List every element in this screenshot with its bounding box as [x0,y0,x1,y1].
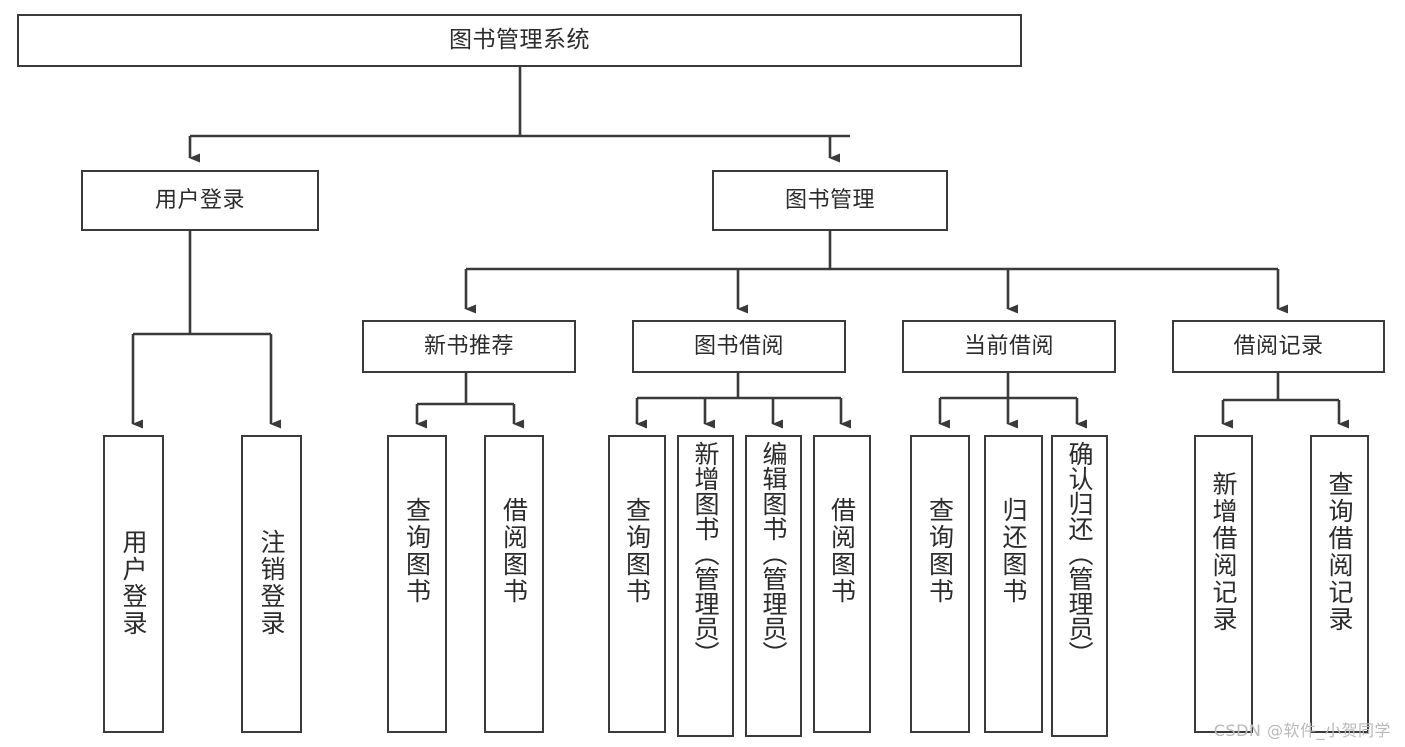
node-leaf-user-login-label: 用户登录 [119,529,148,637]
node-leaf-query-book-2-label: 查询图书 [622,497,652,605]
node-leaf-logout-label: 注销登录 [257,529,286,637]
node-book-manage-label: 图书管理 [784,187,875,213]
node-leaf-borrow-book-1[interactable]: 借阅图书 [484,435,544,733]
node-book-borrow[interactable]: 图书借阅 [632,320,846,373]
node-leaf-borrow-book-2[interactable]: 借阅图书 [813,435,871,733]
node-leaf-query-book-1-label: 查询图书 [402,497,432,605]
node-leaf-add-book-label: 新增图书（管理员） [691,441,720,666]
node-user-login-label: 用户登录 [154,187,245,213]
node-leaf-edit-book-label: 编辑图书（管理员） [759,441,788,666]
node-leaf-confirm-return[interactable]: 确认归还（管理员） [1051,435,1108,737]
node-leaf-query-record[interactable]: 查询借阅记录 [1310,435,1369,733]
node-leaf-add-record[interactable]: 新增借阅记录 [1194,435,1253,733]
node-root-label: 图书管理系统 [449,27,590,54]
node-leaf-add-record-label: 新增借阅记录 [1209,471,1238,633]
node-current-borrow[interactable]: 当前借阅 [902,320,1116,373]
node-leaf-return-book-label: 归还图书 [999,497,1028,605]
node-borrow-record-label: 借阅记录 [1233,333,1324,359]
node-new-book-recommend[interactable]: 新书推荐 [362,320,576,373]
node-book-borrow-label: 图书借阅 [693,333,784,359]
node-leaf-borrow-book-1-label: 借阅图书 [499,497,529,605]
node-new-book-recommend-label: 新书推荐 [423,333,514,359]
node-leaf-query-book-3-label: 查询图书 [925,497,955,605]
node-leaf-edit-book[interactable]: 编辑图书（管理员） [745,435,802,737]
node-leaf-add-book[interactable]: 新增图书（管理员） [677,435,734,737]
node-leaf-user-login[interactable]: 用户登录 [103,435,164,733]
node-leaf-query-record-label: 查询借阅记录 [1325,471,1354,633]
node-root[interactable]: 图书管理系统 [17,14,1022,67]
node-leaf-return-book[interactable]: 归还图书 [984,435,1043,733]
node-leaf-borrow-book-2-label: 借阅图书 [827,497,857,605]
node-leaf-query-book-3[interactable]: 查询图书 [910,435,970,733]
node-leaf-confirm-return-label: 确认归还（管理员） [1065,441,1094,666]
node-borrow-record[interactable]: 借阅记录 [1172,320,1385,373]
node-user-login[interactable]: 用户登录 [81,170,319,231]
node-current-borrow-label: 当前借阅 [963,333,1054,359]
watermark: CSDN @软件_小贺同学 [1213,721,1391,740]
node-leaf-query-book-2[interactable]: 查询图书 [608,435,666,733]
node-leaf-logout[interactable]: 注销登录 [241,435,302,733]
node-leaf-query-book-1[interactable]: 查询图书 [387,435,447,733]
node-book-manage[interactable]: 图书管理 [712,170,948,231]
